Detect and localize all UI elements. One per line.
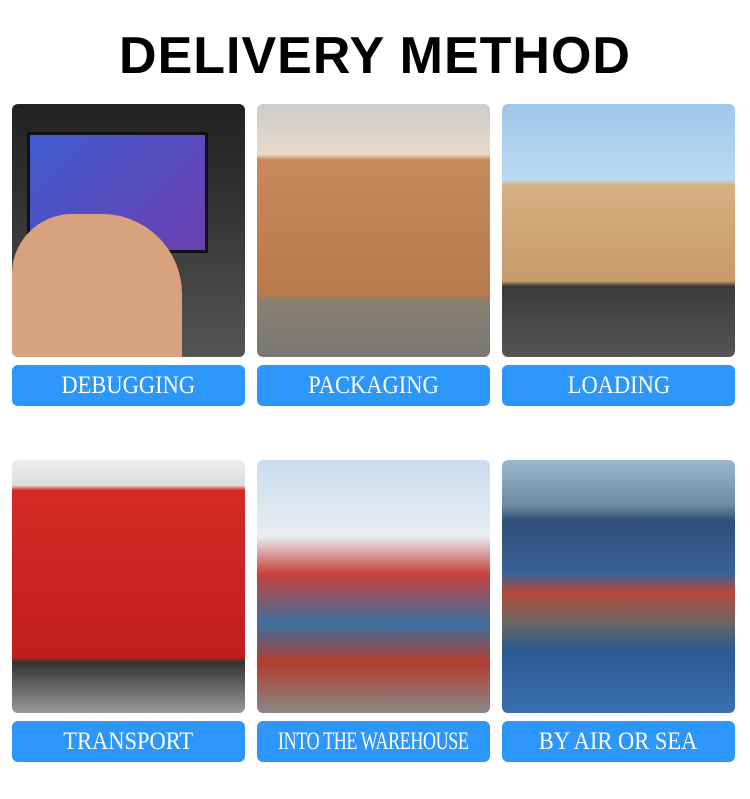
step-label-text: TRANSPORT: [63, 728, 194, 755]
hand: [12, 214, 182, 357]
step-label-text: BY AIR OR SEA: [539, 728, 698, 755]
step-label: LOADING: [502, 365, 735, 406]
cargo-ship-photo: [502, 460, 735, 713]
page-title: DELIVERY METHOD: [119, 27, 631, 85]
loading-photo: [502, 104, 735, 357]
transport-photo: [12, 460, 245, 713]
step-label-text: INTO THE WAREHOUSE: [278, 728, 469, 755]
step-label-text: DEBUGGING: [61, 372, 196, 399]
step-label: PACKAGING: [257, 365, 490, 406]
packaging-photo: [257, 104, 490, 357]
step-label-text: PACKAGING: [308, 372, 439, 399]
step-label: TRANSPORT: [12, 721, 245, 762]
step-label: DEBUGGING: [12, 365, 245, 406]
step-label: INTO THE WAREHOUSE: [257, 721, 490, 762]
step-label-text: LOADING: [567, 372, 670, 399]
debugging-photo: [12, 104, 245, 357]
warehouse-photo: [257, 460, 490, 713]
step-label: BY AIR OR SEA: [502, 721, 735, 762]
